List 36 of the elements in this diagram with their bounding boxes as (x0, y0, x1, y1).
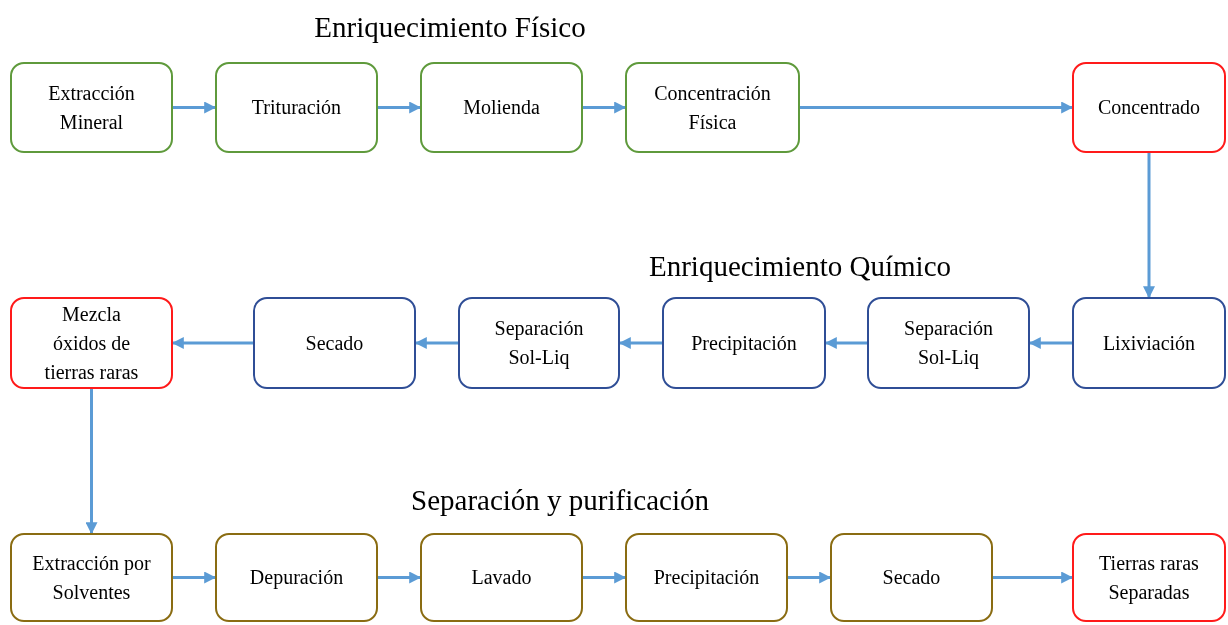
arrow (1028, 337, 1072, 349)
process-box: Concentrado (1072, 62, 1226, 153)
arrow (171, 337, 253, 349)
section-title: Enriquecimiento Químico (649, 249, 951, 285)
arrow (618, 337, 662, 349)
arrow (85, 389, 98, 535)
process-box: Extracción por Solventes (10, 533, 173, 622)
arrow (378, 571, 422, 584)
process-box: Lavado (420, 533, 583, 622)
process-box: Concentración Física (625, 62, 800, 153)
section-title: Enriquecimiento Físico (314, 10, 586, 46)
process-box: Extracción Mineral (10, 62, 173, 153)
arrow (583, 101, 627, 114)
arrow (583, 571, 627, 584)
process-box: Secado (830, 533, 993, 622)
process-box: Precipitación (625, 533, 788, 622)
process-box: Tierras raras Separadas (1072, 533, 1226, 622)
arrow (788, 571, 832, 584)
arrow (414, 337, 458, 349)
process-box: Depuración (215, 533, 378, 622)
process-box: Separación Sol-Liq (458, 297, 620, 389)
process-box: Lixiviación (1072, 297, 1226, 389)
arrow (173, 571, 217, 584)
arrow (824, 337, 867, 349)
process-box: Trituración (215, 62, 378, 153)
arrow (1143, 153, 1155, 299)
arrow (993, 571, 1074, 584)
process-box: Precipitación (662, 297, 826, 389)
arrow (173, 101, 217, 114)
section-title: Separación y purificación (411, 483, 709, 519)
process-box: Secado (253, 297, 416, 389)
arrow (378, 101, 422, 114)
process-box: Separación Sol-Liq (867, 297, 1030, 389)
process-box: Mezcla óxidos de tierras raras (10, 297, 173, 389)
arrow (800, 101, 1074, 114)
process-box: Molienda (420, 62, 583, 153)
